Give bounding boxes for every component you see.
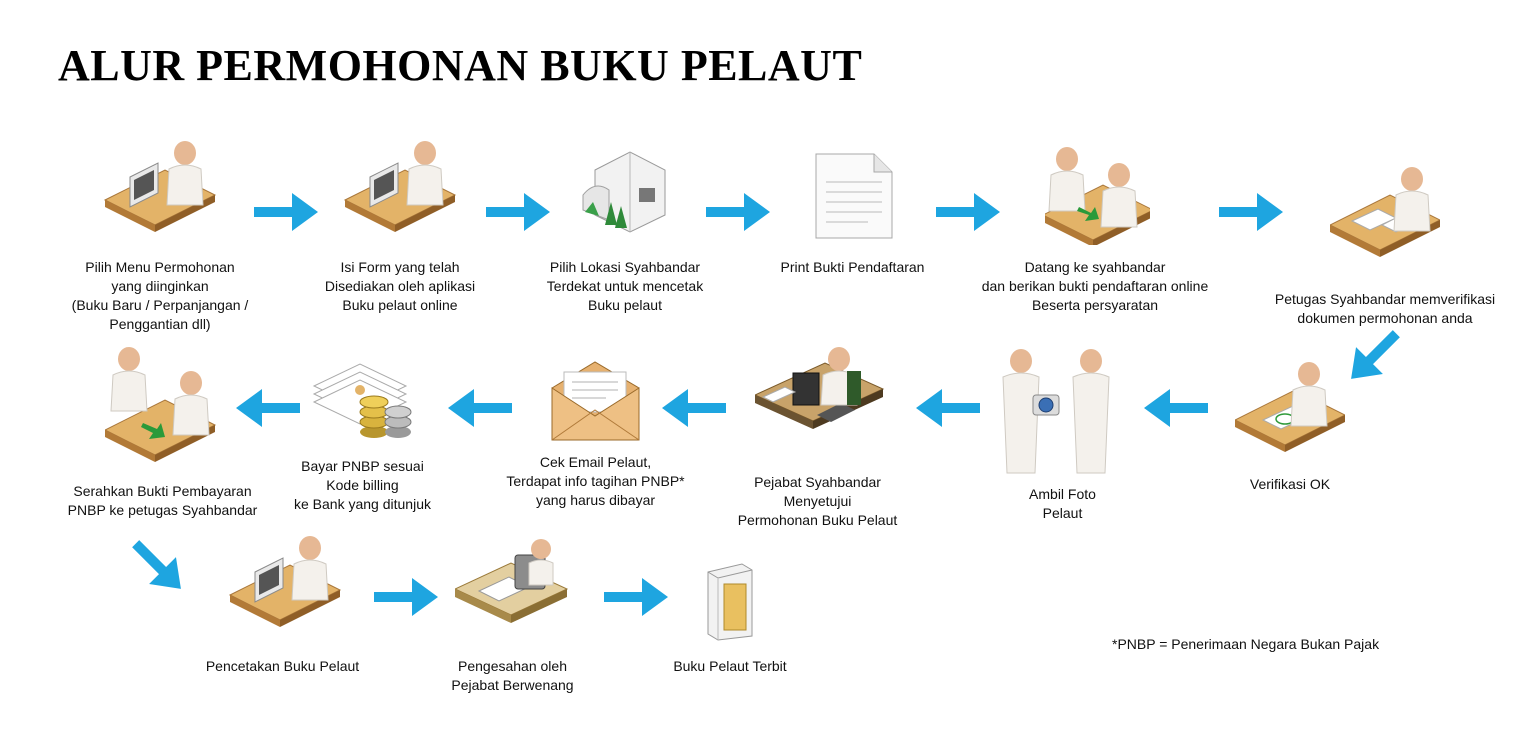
step-label: Datang ke syahbandar dan berikan bukti p…: [981, 259, 1209, 313]
arrow-right-icon: [936, 193, 1000, 231]
arrow-right-icon: [254, 193, 318, 231]
page-title: ALUR PERMOHONAN BUKU PELAUT: [58, 41, 863, 90]
arrow-right-icon: [604, 578, 668, 616]
step-label: Pilih Lokasi Syahbandar Terdekat untuk m…: [546, 259, 704, 313]
arrow-down-right-icon: [122, 530, 195, 603]
person-reviewing-documents-icon: [1330, 166, 1440, 258]
step-label: Isi Form yang telah Disediakan oleh apli…: [324, 259, 476, 313]
email-envelope-icon: [551, 361, 640, 441]
arrow-left-icon: [448, 389, 512, 427]
person-at-computer-desk-icon: [344, 140, 456, 233]
step-label: Pilih Menu Permohonan yang diinginkan (B…: [71, 259, 249, 332]
arrow-right-icon: [486, 193, 550, 231]
step-label: Petugas Syahbandar memverifikasi dokumen…: [1274, 291, 1496, 326]
step-label: Pengesahan oleh Pejabat Berwenang: [451, 658, 574, 693]
arrow-right-icon: [374, 578, 438, 616]
person-at-computer-desk-icon: [229, 535, 341, 628]
photographer-icon: [1002, 349, 1110, 474]
step-label: Bayar PNBP sesuai Kode billing ke Bank y…: [294, 458, 431, 512]
two-people-exchange-icon: [1045, 146, 1150, 245]
step-label: Pejabat Syahbandar Menyetujui Permohonan…: [737, 474, 898, 528]
step-label: Buku Pelaut Terbit: [673, 658, 787, 674]
arrow-left-icon: [236, 389, 300, 427]
step-label: Ambil Foto Pelaut: [1029, 486, 1096, 521]
booklet-icon: [707, 563, 753, 641]
step-label: Verifikasi OK: [1249, 476, 1331, 492]
arrow-left-icon: [1144, 389, 1208, 427]
footnote: *PNBP = Penerimaan Negara Bukan Pajak: [1112, 636, 1380, 652]
step-label: Print Bukti Pendaftaran: [780, 259, 925, 275]
arrow-right-icon: [706, 193, 770, 231]
two-people-exchange-icon: [105, 346, 216, 463]
step-label: Cek Email Pelaut, Terdapat info tagihan …: [506, 454, 685, 508]
step-label: Serahkan Bukti Pembayaran PNBP ke petuga…: [67, 483, 258, 518]
person-at-computer-desk-icon: [104, 140, 216, 233]
step-label: Pencetakan Buku Pelaut: [205, 658, 360, 674]
arrow-left-icon: [916, 389, 980, 427]
document-icon: [815, 153, 893, 239]
office-building-icon: [582, 151, 666, 233]
official-at-workstation-icon: [755, 347, 885, 429]
arrow-right-icon: [1219, 193, 1283, 231]
arrow-left-icon: [662, 389, 726, 427]
person-approving-document-icon: [1235, 362, 1345, 453]
bills-and-coins-icon: [312, 363, 412, 438]
stamping-machine-icon: [455, 539, 569, 623]
